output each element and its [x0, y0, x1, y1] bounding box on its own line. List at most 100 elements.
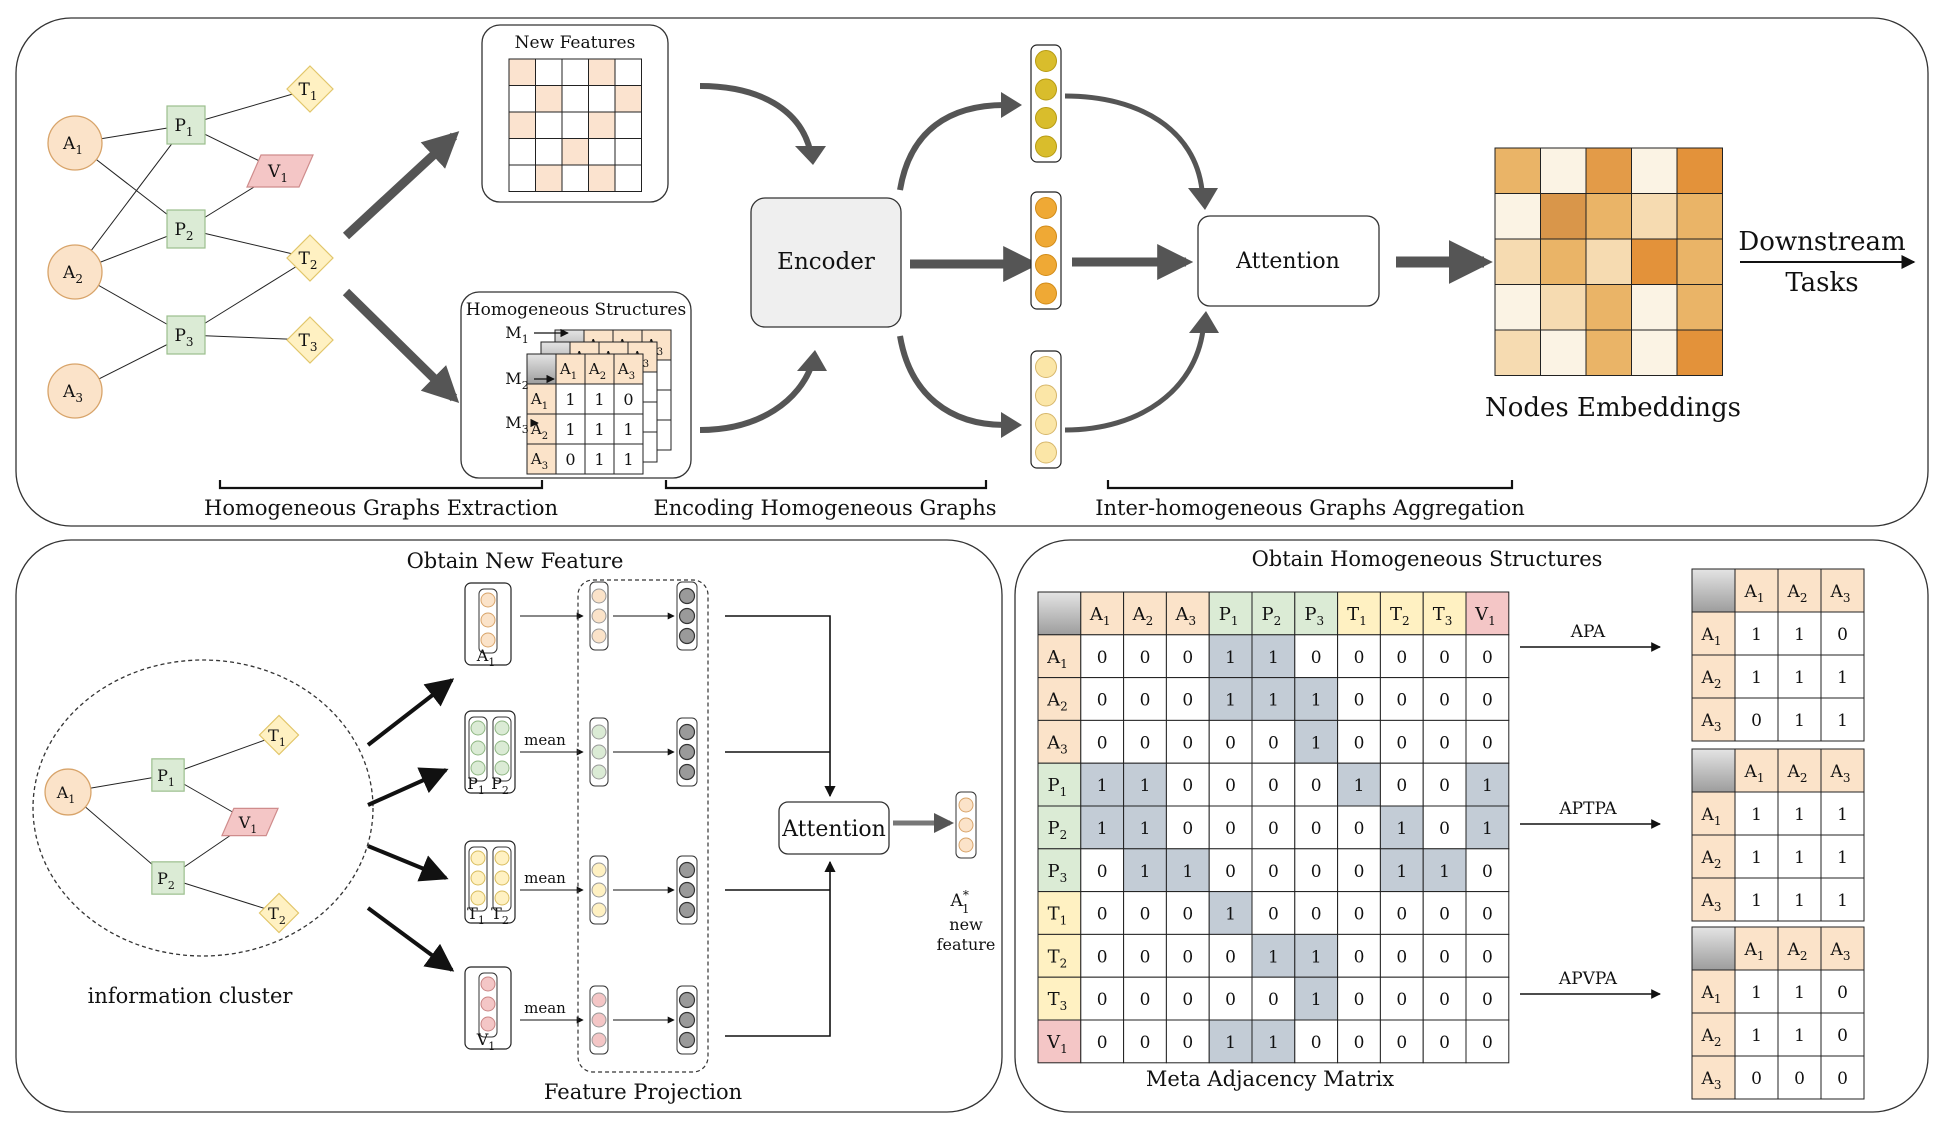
matrix-cell	[1123, 1019, 1167, 1064]
group-label-subscript: 2	[502, 914, 509, 927]
metapath-cell	[1691, 969, 1736, 1014]
cluster-node-label-v1-subscript: 1	[250, 823, 257, 836]
homogeneous-structures-box: Homogeneous Structures A1A1A2A2A3A3A1A1A…	[460, 291, 692, 479]
metapath-col-header-subscript: 3	[1843, 591, 1851, 605]
matrix-cell	[1337, 1019, 1381, 1064]
obtain-new-feature-title: Obtain New Feature	[407, 549, 624, 573]
group-label-letter: T	[491, 904, 502, 923]
matrix-value: 0	[1396, 905, 1407, 925]
matrix-row-header: T2	[1048, 946, 1068, 970]
matrix-value: 1	[1268, 648, 1279, 668]
projected-output-dot	[678, 723, 696, 741]
metapath-value: 1	[1751, 805, 1762, 825]
matrix-row-header-letter: T	[1048, 904, 1060, 925]
metapath-cell	[1691, 877, 1736, 922]
group-dot	[480, 612, 496, 628]
graph-node-label-a2-subscript: 2	[75, 272, 83, 286]
matrix-cell	[1337, 677, 1381, 721]
matrix-value: 0	[1439, 691, 1450, 711]
structure-cell	[584, 353, 615, 385]
matrix-value: 0	[1482, 733, 1493, 753]
projected-input-dot	[591, 724, 607, 740]
metapath-value: 0	[1837, 1069, 1848, 1089]
cluster-node-t1-shape	[258, 714, 300, 756]
projection-row-1	[589, 581, 698, 651]
matrix-value: 0	[1225, 862, 1236, 882]
graph-node-a1: A1	[47, 115, 103, 171]
matrix-cell	[1465, 634, 1510, 679]
matrix-row-header-cell	[1037, 976, 1082, 1021]
new-features-box: New Features	[481, 24, 669, 203]
metapath-cell	[1734, 877, 1779, 922]
metapath-value: 0	[1751, 1069, 1762, 1089]
metapath-value: 0	[1837, 1026, 1848, 1046]
projected-input-dot	[591, 588, 607, 604]
graph-node-p3-shape	[166, 315, 206, 355]
feature-cell	[614, 85, 642, 113]
metapath-cell	[1820, 1055, 1865, 1100]
cluster-node-v1: V1	[221, 807, 279, 837]
graph-edge	[185, 257, 311, 336]
matrix-row-header-letter: A	[1046, 647, 1061, 668]
feature-projection-label: Feature Projection	[544, 1080, 742, 1104]
matrix-row-header-subscript: 1	[1060, 1042, 1068, 1056]
metapath-name: APVPA	[1558, 969, 1618, 989]
matrix-row-header-letter: P	[1048, 775, 1060, 796]
matrix-cell	[1123, 719, 1167, 764]
feature-cell	[508, 111, 536, 139]
matrix-row-header-subscript: 1	[1060, 914, 1068, 928]
graph-edge	[74, 124, 187, 273]
matrix-cell	[1422, 1019, 1467, 1064]
matrix-cell	[1208, 848, 1253, 893]
homogeneous-structures-stack: A1A1A2A2A3A3A1A1A2A2A3A3A1A1A2A2A3A31101…	[505, 323, 672, 475]
projected-output-dot	[678, 587, 696, 605]
feature-cell	[614, 111, 642, 139]
embedding-cell	[1494, 193, 1541, 240]
metapath-row-header-letter: A	[1701, 711, 1715, 731]
metapath-value: 1	[1751, 1026, 1762, 1046]
structure-cell	[613, 443, 644, 475]
matrix-col-header-subscript: 1	[1359, 614, 1367, 628]
matrix-cell	[1080, 933, 1125, 978]
matrix-row-header-subscript: 3	[1060, 999, 1068, 1013]
group-label: P1	[467, 774, 485, 797]
graph-node-label-a3-subscript: 3	[75, 391, 83, 405]
matrix-row-header-cell	[1037, 805, 1082, 850]
metapath-row-header-subscript: 3	[1714, 900, 1722, 914]
embedding-cell	[1494, 238, 1541, 285]
embedding-cell	[1585, 284, 1632, 331]
matrix-col-header-letter: T	[1433, 604, 1445, 625]
feature-cell	[561, 58, 589, 86]
matrix-col-header-cell	[1251, 591, 1296, 636]
matrix-cell	[1465, 933, 1510, 978]
graph-node-t1-shape	[286, 65, 334, 113]
structure-row-header-letter: A	[530, 390, 542, 408]
mean-label: mean	[524, 999, 566, 1017]
metapath-row-header-subscript: 1	[1714, 992, 1722, 1006]
cluster-node-label-p1-letter: P	[157, 766, 168, 785]
metapath-col-header-subscript: 3	[1843, 771, 1851, 785]
structures-to-encoder-arrowhead	[797, 350, 827, 371]
graph-node-a1-shape	[47, 115, 103, 171]
matrix-col-header-letter: A	[1174, 604, 1189, 625]
downstream-label-line1: Downstream	[1738, 227, 1905, 257]
graph-node-label-p2-letter: P	[174, 220, 185, 240]
metapath-col-header-subscript: 2	[1800, 591, 1808, 605]
metapath-col-header: A1	[1744, 762, 1765, 785]
metapath-value: 1	[1794, 668, 1805, 688]
matrix-value: 0	[1482, 648, 1493, 668]
graph-node-v1-shape	[246, 154, 314, 188]
metapath-col-header-subscript: 1	[1757, 949, 1765, 963]
metapath-cell	[1777, 1055, 1822, 1100]
projected-output-dot	[678, 743, 696, 761]
structure-row-header: A1	[530, 390, 548, 412]
matrix-row-header-subscript: 2	[1060, 956, 1068, 970]
matrix-value: 0	[1482, 990, 1493, 1010]
graph-node-label-t3: T3	[299, 331, 318, 354]
structure-value: 1	[565, 420, 575, 439]
metapath-cell	[1820, 791, 1865, 836]
matrix-value: 0	[1268, 905, 1279, 925]
